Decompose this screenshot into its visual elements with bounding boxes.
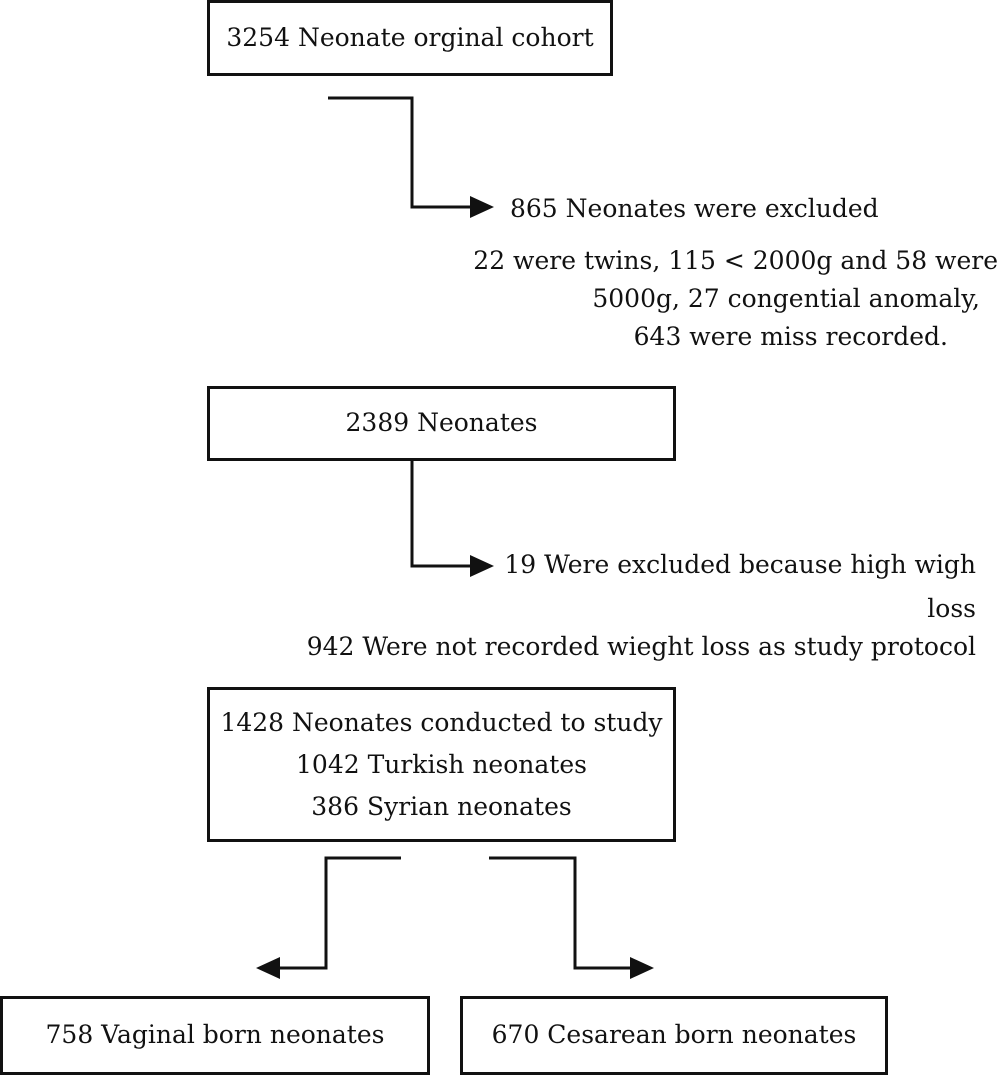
exclusion-2-line-2: loss <box>927 594 976 623</box>
study-cohort-total: 1428 Neonates conducted to study <box>220 707 663 737</box>
arrowhead-vaginal <box>256 957 280 979</box>
vaginal-box: 758 Vaginal born neonates <box>0 996 430 1075</box>
vaginal-label: 758 Vaginal born neonates <box>45 1020 385 1050</box>
connector-exclusion-2 <box>410 459 470 568</box>
study-cohort-turkish: 1042 Turkish neonates <box>296 749 587 779</box>
cohort-box: 3254 Neonate orginal cohort <box>207 0 613 76</box>
exclusion-2-line-1: 19 Were excluded because high wigh <box>504 550 976 579</box>
exclusion-1-detail-1: 22 were twins, 115 < 2000g and 58 were <box>473 246 998 275</box>
neonates-2389-label: 2389 Neonates <box>345 408 538 438</box>
arrowhead-exclusion-1 <box>470 196 494 218</box>
cohort-label: 3254 Neonate orginal cohort <box>226 22 594 52</box>
exclusion-2-line-3: 942 Were not recorded wieght loss as stu… <box>306 632 976 661</box>
exclusion-1-detail-2: 5000g, 27 congential anomaly, <box>592 284 980 313</box>
connector-exclusion-1 <box>328 96 470 209</box>
study-cohort-box: 1428 Neonates conducted to study 1042 Tu… <box>207 687 676 842</box>
cesarean-box: 670 Cesarean born neonates <box>460 996 888 1075</box>
exclusion-1-title: 865 Neonates were excluded <box>510 194 879 223</box>
exclusion-1-detail-3: 643 were miss recorded. <box>633 322 948 351</box>
neonates-2389-box: 2389 Neonates <box>207 386 676 461</box>
arrowhead-cesarean <box>630 957 654 979</box>
connector-cesarean <box>489 856 632 970</box>
connector-vaginal <box>278 856 401 970</box>
cesarean-label: 670 Cesarean born neonates <box>491 1020 857 1050</box>
study-cohort-syrian: 386 Syrian neonates <box>311 791 572 821</box>
arrowhead-exclusion-2 <box>470 555 494 577</box>
